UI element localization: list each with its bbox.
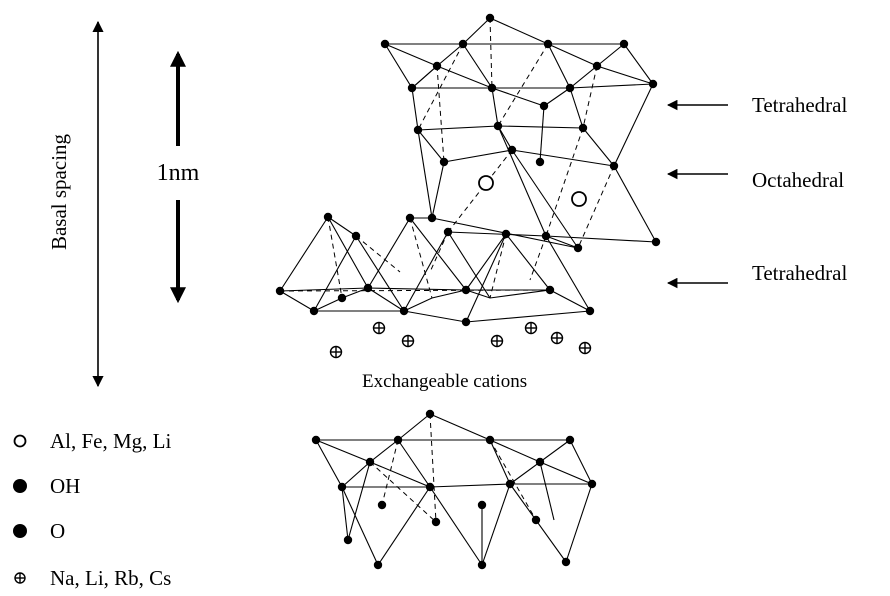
exchangeable-cation <box>372 321 386 335</box>
upper-octahedral-sheet <box>417 105 657 249</box>
atom-dot <box>485 435 495 445</box>
atom-dot <box>587 479 597 489</box>
tetrahedral-top-label: Tetrahedral <box>752 93 847 117</box>
bottom-tetrahedral-sheet <box>315 413 594 566</box>
nm-label: 1nm <box>157 160 200 186</box>
exchangeable-cation <box>329 345 343 359</box>
atom-dot <box>380 39 390 49</box>
octahedral-label: Octahedral <box>752 168 844 192</box>
atom-dot <box>578 123 588 133</box>
legend-filled-circle-icon <box>13 479 27 493</box>
atom-dot <box>407 83 417 93</box>
atom-dot <box>425 409 435 419</box>
atom-dot <box>461 285 471 295</box>
atom-dot <box>535 457 545 467</box>
atom-dot <box>505 479 515 489</box>
atom-dot <box>311 435 321 445</box>
legend-filled-circle-icon <box>13 524 27 538</box>
atom-dot <box>363 283 373 293</box>
atom-dot <box>485 13 495 23</box>
atom-dot <box>431 517 441 527</box>
exchangeable-cations-label: Exchangeable cations <box>362 371 527 392</box>
atom-dot <box>565 83 575 93</box>
atom-dot <box>365 457 375 467</box>
octahedral-cation <box>478 175 494 191</box>
exchangeable-cation <box>578 341 592 355</box>
legend: Al, Fe, Mg, Li OH O Na, Li, Rb, Cs <box>13 429 172 590</box>
legend-text: O <box>50 519 65 543</box>
atom-dot <box>343 535 353 545</box>
atom-dot <box>477 560 487 570</box>
tetrahedral-bottom-label: Tetrahedral <box>752 261 847 285</box>
upper-tetrahedral-sheet <box>384 17 655 167</box>
exchangeable-cation <box>401 334 415 348</box>
atom-dot <box>535 157 545 167</box>
atom-dot <box>309 306 319 316</box>
atom-dot <box>487 83 497 93</box>
atom-dot <box>592 61 602 71</box>
atom-dot <box>373 560 383 570</box>
atom-dot <box>432 61 442 71</box>
atom-dot <box>501 229 511 239</box>
atom-dot <box>351 231 361 241</box>
atom-dot <box>399 306 409 316</box>
atom-dot <box>461 317 471 327</box>
atom-dot <box>609 161 619 171</box>
atom-dot <box>545 285 555 295</box>
upper-layer <box>384 17 657 249</box>
atom-dot <box>531 515 541 525</box>
atom-dot <box>413 125 423 135</box>
atom-dot <box>507 145 517 155</box>
exchangeable-cation <box>490 334 504 348</box>
atom-dot <box>323 212 333 222</box>
atom-dot <box>425 482 435 492</box>
atom-dot <box>443 227 453 237</box>
atom-dot <box>275 286 285 296</box>
atom-dot <box>561 557 571 567</box>
legend-text: Al, Fe, Mg, Li <box>50 429 172 453</box>
octahedral-cation <box>571 191 587 207</box>
legend-cross-circle-icon <box>14 572 26 584</box>
atoms <box>275 13 661 570</box>
atom-dot <box>377 500 387 510</box>
atom-dot <box>405 213 415 223</box>
atom-dot <box>573 243 583 253</box>
atom-dot <box>585 306 595 316</box>
atom-dot <box>539 101 549 111</box>
atom-dot <box>543 39 553 49</box>
atom-dot <box>477 500 487 510</box>
atom-dot <box>337 293 347 303</box>
atom-dot <box>393 435 403 445</box>
atom-dot <box>565 435 575 445</box>
atom-dot <box>541 231 551 241</box>
atom-dot <box>458 39 468 49</box>
legend-text: OH <box>50 474 80 498</box>
atom-dot <box>493 121 503 131</box>
exchangeable-cation <box>550 331 564 345</box>
atom-dot <box>648 79 658 89</box>
atom-dot <box>337 482 347 492</box>
basal-spacing-label: Basal spacing <box>47 133 71 250</box>
legend-open-circle-icon <box>13 434 27 448</box>
atom-dot <box>427 213 437 223</box>
lower-tetrahedral-sheet <box>279 215 591 323</box>
atom-dot <box>619 39 629 49</box>
atom-dot <box>439 157 449 167</box>
legend-text: Na, Li, Rb, Cs <box>50 566 171 590</box>
atom-dot <box>651 237 661 247</box>
exchangeable-cation <box>524 321 538 335</box>
